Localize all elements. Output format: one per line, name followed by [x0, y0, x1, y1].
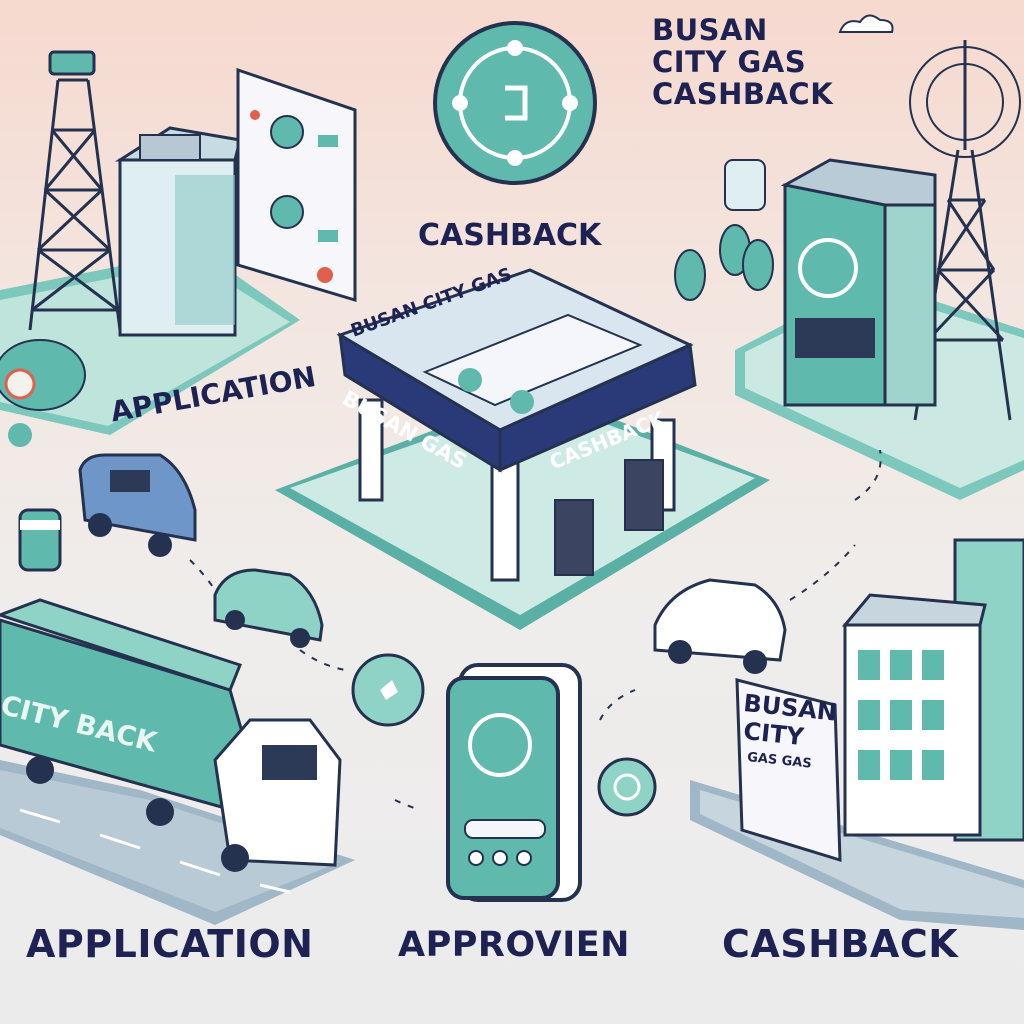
label-cashback-top: CASHBACK	[418, 218, 602, 253]
gas-station	[336, 268, 697, 582]
label-cashback-bottom: CASHBACK	[722, 922, 959, 966]
title-line-3: CASHBACK	[652, 77, 834, 111]
transmission-tower-left	[28, 50, 122, 331]
road-bottom-left	[0, 760, 355, 925]
coin-small-right	[597, 757, 657, 817]
van	[78, 453, 197, 557]
title-line-1: BUSAN	[652, 13, 768, 47]
truck	[0, 598, 342, 872]
buildings-bottom-right	[735, 538, 1024, 863]
trees-top-left	[0, 339, 86, 447]
car-teal	[213, 568, 324, 648]
gas-canister	[18, 508, 62, 572]
platform-station	[275, 390, 770, 630]
trees-top-right	[674, 159, 774, 301]
car-white	[653, 578, 787, 674]
title-line-2: CITY GAS	[652, 45, 807, 79]
coin-small-left	[351, 653, 425, 727]
flow-path	[189, 449, 882, 811]
app-panel-top	[236, 67, 357, 303]
cashback-coin-top	[433, 21, 597, 185]
phone	[446, 663, 582, 902]
label-approvien-bottom: APPROVIEN	[398, 925, 630, 965]
label-application-bottom: APPLICATION	[26, 922, 314, 966]
billboard-line-2: CITY	[742, 717, 806, 752]
cloud-icon	[838, 14, 894, 33]
office-building-left	[114, 126, 242, 337]
office-building-right	[780, 158, 937, 407]
